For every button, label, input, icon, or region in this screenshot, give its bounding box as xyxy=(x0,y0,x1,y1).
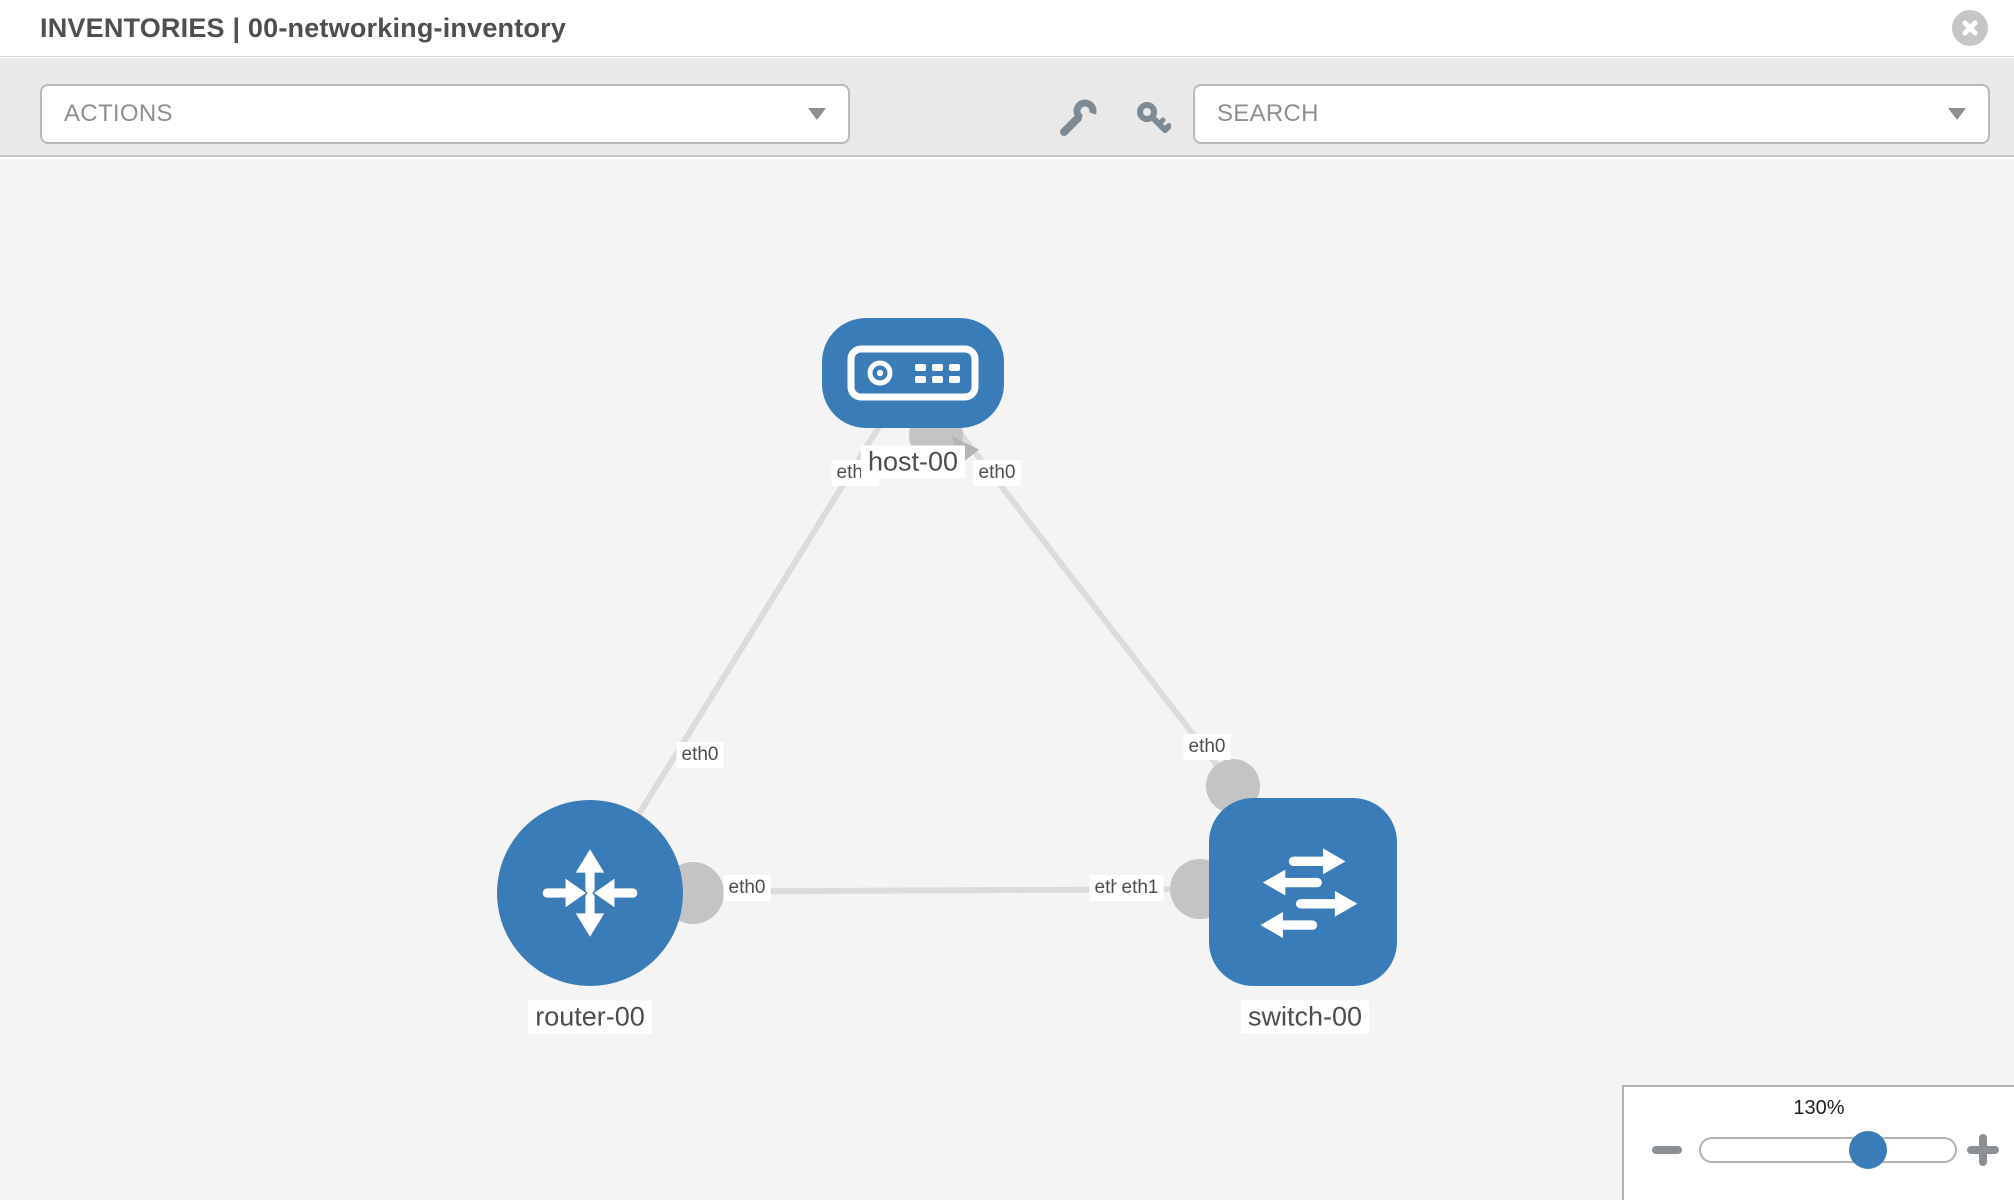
plus-icon xyxy=(1967,1134,1999,1166)
zoom-panel: 130% xyxy=(1622,1085,2014,1200)
credentials-button[interactable] xyxy=(1131,96,1175,140)
chevron-down-icon xyxy=(1948,108,1966,120)
node-router-00[interactable] xyxy=(497,800,683,986)
link-host-switch[interactable] xyxy=(910,370,1243,797)
wrench-icon xyxy=(1060,99,1097,136)
topology-canvas[interactable]: eth0 eth0 eth0 eth0 eth0 eth0 eth1 host-… xyxy=(0,159,2014,1200)
minus-icon xyxy=(1652,1146,1682,1154)
zoom-slider-handle[interactable] xyxy=(1849,1131,1887,1169)
host-icon xyxy=(847,345,979,401)
search-dropdown-label: SEARCH xyxy=(1217,100,1319,127)
chevron-down-icon xyxy=(808,108,826,120)
actions-dropdown[interactable]: ACTIONS xyxy=(40,84,850,144)
header: INVENTORIES | 00-networking-inventory xyxy=(0,0,2014,57)
zoom-in-button[interactable] xyxy=(1966,1133,2000,1167)
zoom-slider-track[interactable] xyxy=(1699,1131,1957,1169)
iface-label-switch-eth1-left[interactable]: eth1 xyxy=(1116,875,1164,901)
zoom-out-button[interactable] xyxy=(1650,1133,1684,1167)
actions-dropdown-label: ACTIONS xyxy=(64,100,173,127)
key-icon xyxy=(1137,102,1171,133)
iface-label-router-eth0-right[interactable]: eth0 xyxy=(723,875,771,901)
node-label-host-00: host-00 xyxy=(860,445,966,479)
topology-links-layer xyxy=(587,370,1260,924)
iface-label-host-eth0-right[interactable]: eth0 xyxy=(973,460,1021,486)
close-icon xyxy=(1962,20,1978,36)
page-title: INVENTORIES | 00-networking-inventory xyxy=(40,12,567,43)
node-label-router-00: router-00 xyxy=(528,1000,652,1034)
search-dropdown[interactable]: SEARCH xyxy=(1193,84,1990,144)
node-switch-00[interactable] xyxy=(1209,798,1397,986)
node-label-switch-00: switch-00 xyxy=(1240,1000,1370,1034)
zoom-level-value: 130% xyxy=(1793,1097,1845,1119)
iface-label-switch-eth0-top[interactable]: eth0 xyxy=(1183,734,1231,760)
iface-label-router-eth0-top[interactable]: eth0 xyxy=(676,742,724,768)
close-button[interactable] xyxy=(1952,10,1988,46)
toolbar: ACTIONS SEARCH xyxy=(0,58,2014,157)
configure-button[interactable] xyxy=(1056,96,1100,140)
node-host-00[interactable] xyxy=(822,318,1004,428)
link-host-router[interactable] xyxy=(587,370,916,895)
router-icon xyxy=(542,849,638,937)
switch-icon xyxy=(1260,848,1358,939)
